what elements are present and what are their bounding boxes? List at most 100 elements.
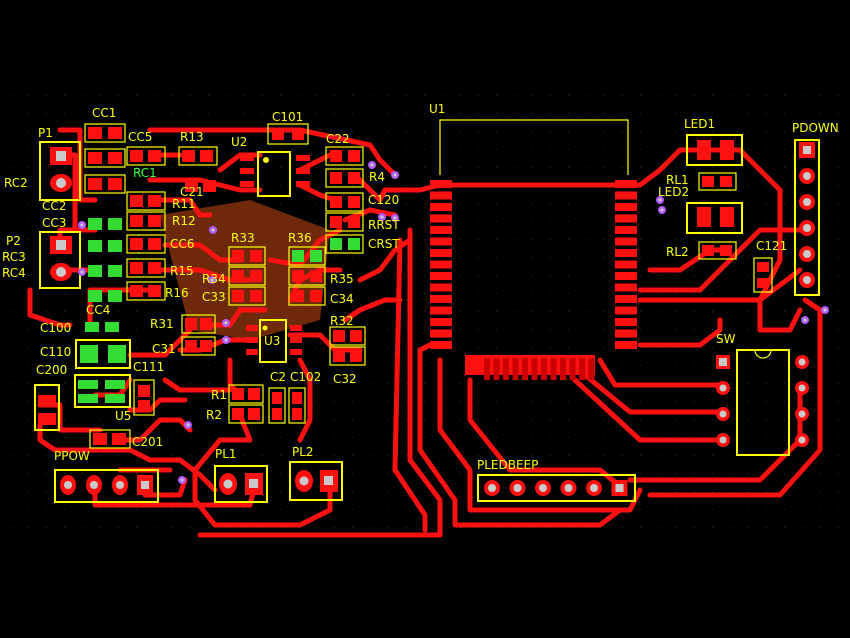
- pad: [130, 150, 143, 162]
- grid-dot: [262, 149, 263, 150]
- via-drill: [823, 308, 827, 312]
- grid-dot: [730, 401, 731, 402]
- grid-dot: [136, 95, 137, 96]
- pad: [702, 245, 714, 256]
- u1-pad: [430, 318, 452, 326]
- connector-outline: [477, 474, 636, 502]
- grid-dot: [766, 185, 767, 186]
- grid-dot: [496, 437, 497, 438]
- pad: [272, 392, 282, 404]
- grid-dot: [496, 239, 497, 240]
- grid-dot: [100, 527, 101, 528]
- grid-dot: [658, 95, 659, 96]
- footprint-outline: [698, 241, 737, 260]
- grid-dot: [190, 383, 191, 384]
- th-drill: [798, 436, 806, 444]
- pad-selected: [105, 322, 119, 332]
- label-c110: C110: [40, 345, 71, 359]
- grid-dot: [82, 509, 83, 510]
- grid-dot: [496, 131, 497, 132]
- pad: [697, 140, 711, 160]
- grid-dot: [154, 95, 155, 96]
- grid-dot: [424, 95, 425, 96]
- pad: [185, 340, 197, 352]
- grid-dot: [514, 329, 515, 330]
- grid-dot: [784, 527, 785, 528]
- grid-dot: [604, 131, 605, 132]
- grid-dot: [532, 203, 533, 204]
- pad: [148, 238, 161, 250]
- pad: [185, 318, 197, 330]
- via-drill: [80, 270, 84, 274]
- grid-dot: [352, 509, 353, 510]
- grid-dot: [244, 419, 245, 420]
- grid-dot: [568, 131, 569, 132]
- grid-dot: [208, 527, 209, 528]
- grid-dot: [352, 95, 353, 96]
- grid-dot: [280, 149, 281, 150]
- grid-dot: [226, 95, 227, 96]
- grid-dot: [658, 185, 659, 186]
- grid-dot: [370, 113, 371, 114]
- grid-dot: [568, 203, 569, 204]
- grid-dot: [424, 491, 425, 492]
- grid-dot: [388, 455, 389, 456]
- grid-dot: [10, 509, 11, 510]
- label-sw: SW: [716, 332, 736, 346]
- grid-dot: [496, 383, 497, 384]
- grid-dot: [136, 113, 137, 114]
- grid-dot: [730, 131, 731, 132]
- footprint-outline: [325, 168, 364, 188]
- pad: [108, 152, 122, 164]
- grid-dot: [622, 167, 623, 168]
- footprint-outline: [288, 387, 306, 424]
- grid-dot: [658, 419, 659, 420]
- grid-dot: [730, 419, 731, 420]
- grid-dot: [730, 311, 731, 312]
- grid-dot: [316, 455, 317, 456]
- grid-dot: [352, 131, 353, 132]
- grid-dot: [784, 419, 785, 420]
- footprint-outline: [89, 429, 131, 449]
- grid-dot: [100, 257, 101, 258]
- grid-dot: [64, 167, 65, 168]
- grid-dot: [514, 95, 515, 96]
- grid-dot: [766, 419, 767, 420]
- grid-dot: [118, 311, 119, 312]
- grid-dot: [514, 473, 515, 474]
- grid-dot: [118, 455, 119, 456]
- grid-dot: [226, 113, 227, 114]
- grid-dot: [658, 527, 659, 528]
- grid-dot: [100, 419, 101, 420]
- grid-dot: [568, 239, 569, 240]
- grid-dot: [388, 185, 389, 186]
- grid-dot: [712, 257, 713, 258]
- grid-dot: [514, 221, 515, 222]
- grid-dot: [244, 113, 245, 114]
- u1-pad: [430, 329, 452, 338]
- grid-dot: [460, 401, 461, 402]
- grid-dot: [406, 293, 407, 294]
- grid-dot: [586, 221, 587, 222]
- grid-dot: [676, 275, 677, 276]
- grid-dot: [352, 329, 353, 330]
- label-pledbeep: PLEDBEEP: [477, 458, 538, 472]
- pad: [200, 150, 213, 162]
- th-drill: [141, 481, 149, 489]
- grid-dot: [154, 329, 155, 330]
- grid-dot: [784, 437, 785, 438]
- grid-dot: [658, 365, 659, 366]
- grid-dot: [586, 455, 587, 456]
- grid-dot: [640, 509, 641, 510]
- pad: [88, 152, 102, 164]
- grid-dot: [460, 347, 461, 348]
- grid-dot: [766, 239, 767, 240]
- grid-dot: [550, 311, 551, 312]
- grid-dot: [136, 383, 137, 384]
- grid-dot: [568, 383, 569, 384]
- grid-dot: [28, 113, 29, 114]
- grid-dot: [748, 473, 749, 474]
- footprint-outline: [288, 246, 326, 266]
- grid-dot: [28, 455, 29, 456]
- grid-dot: [586, 275, 587, 276]
